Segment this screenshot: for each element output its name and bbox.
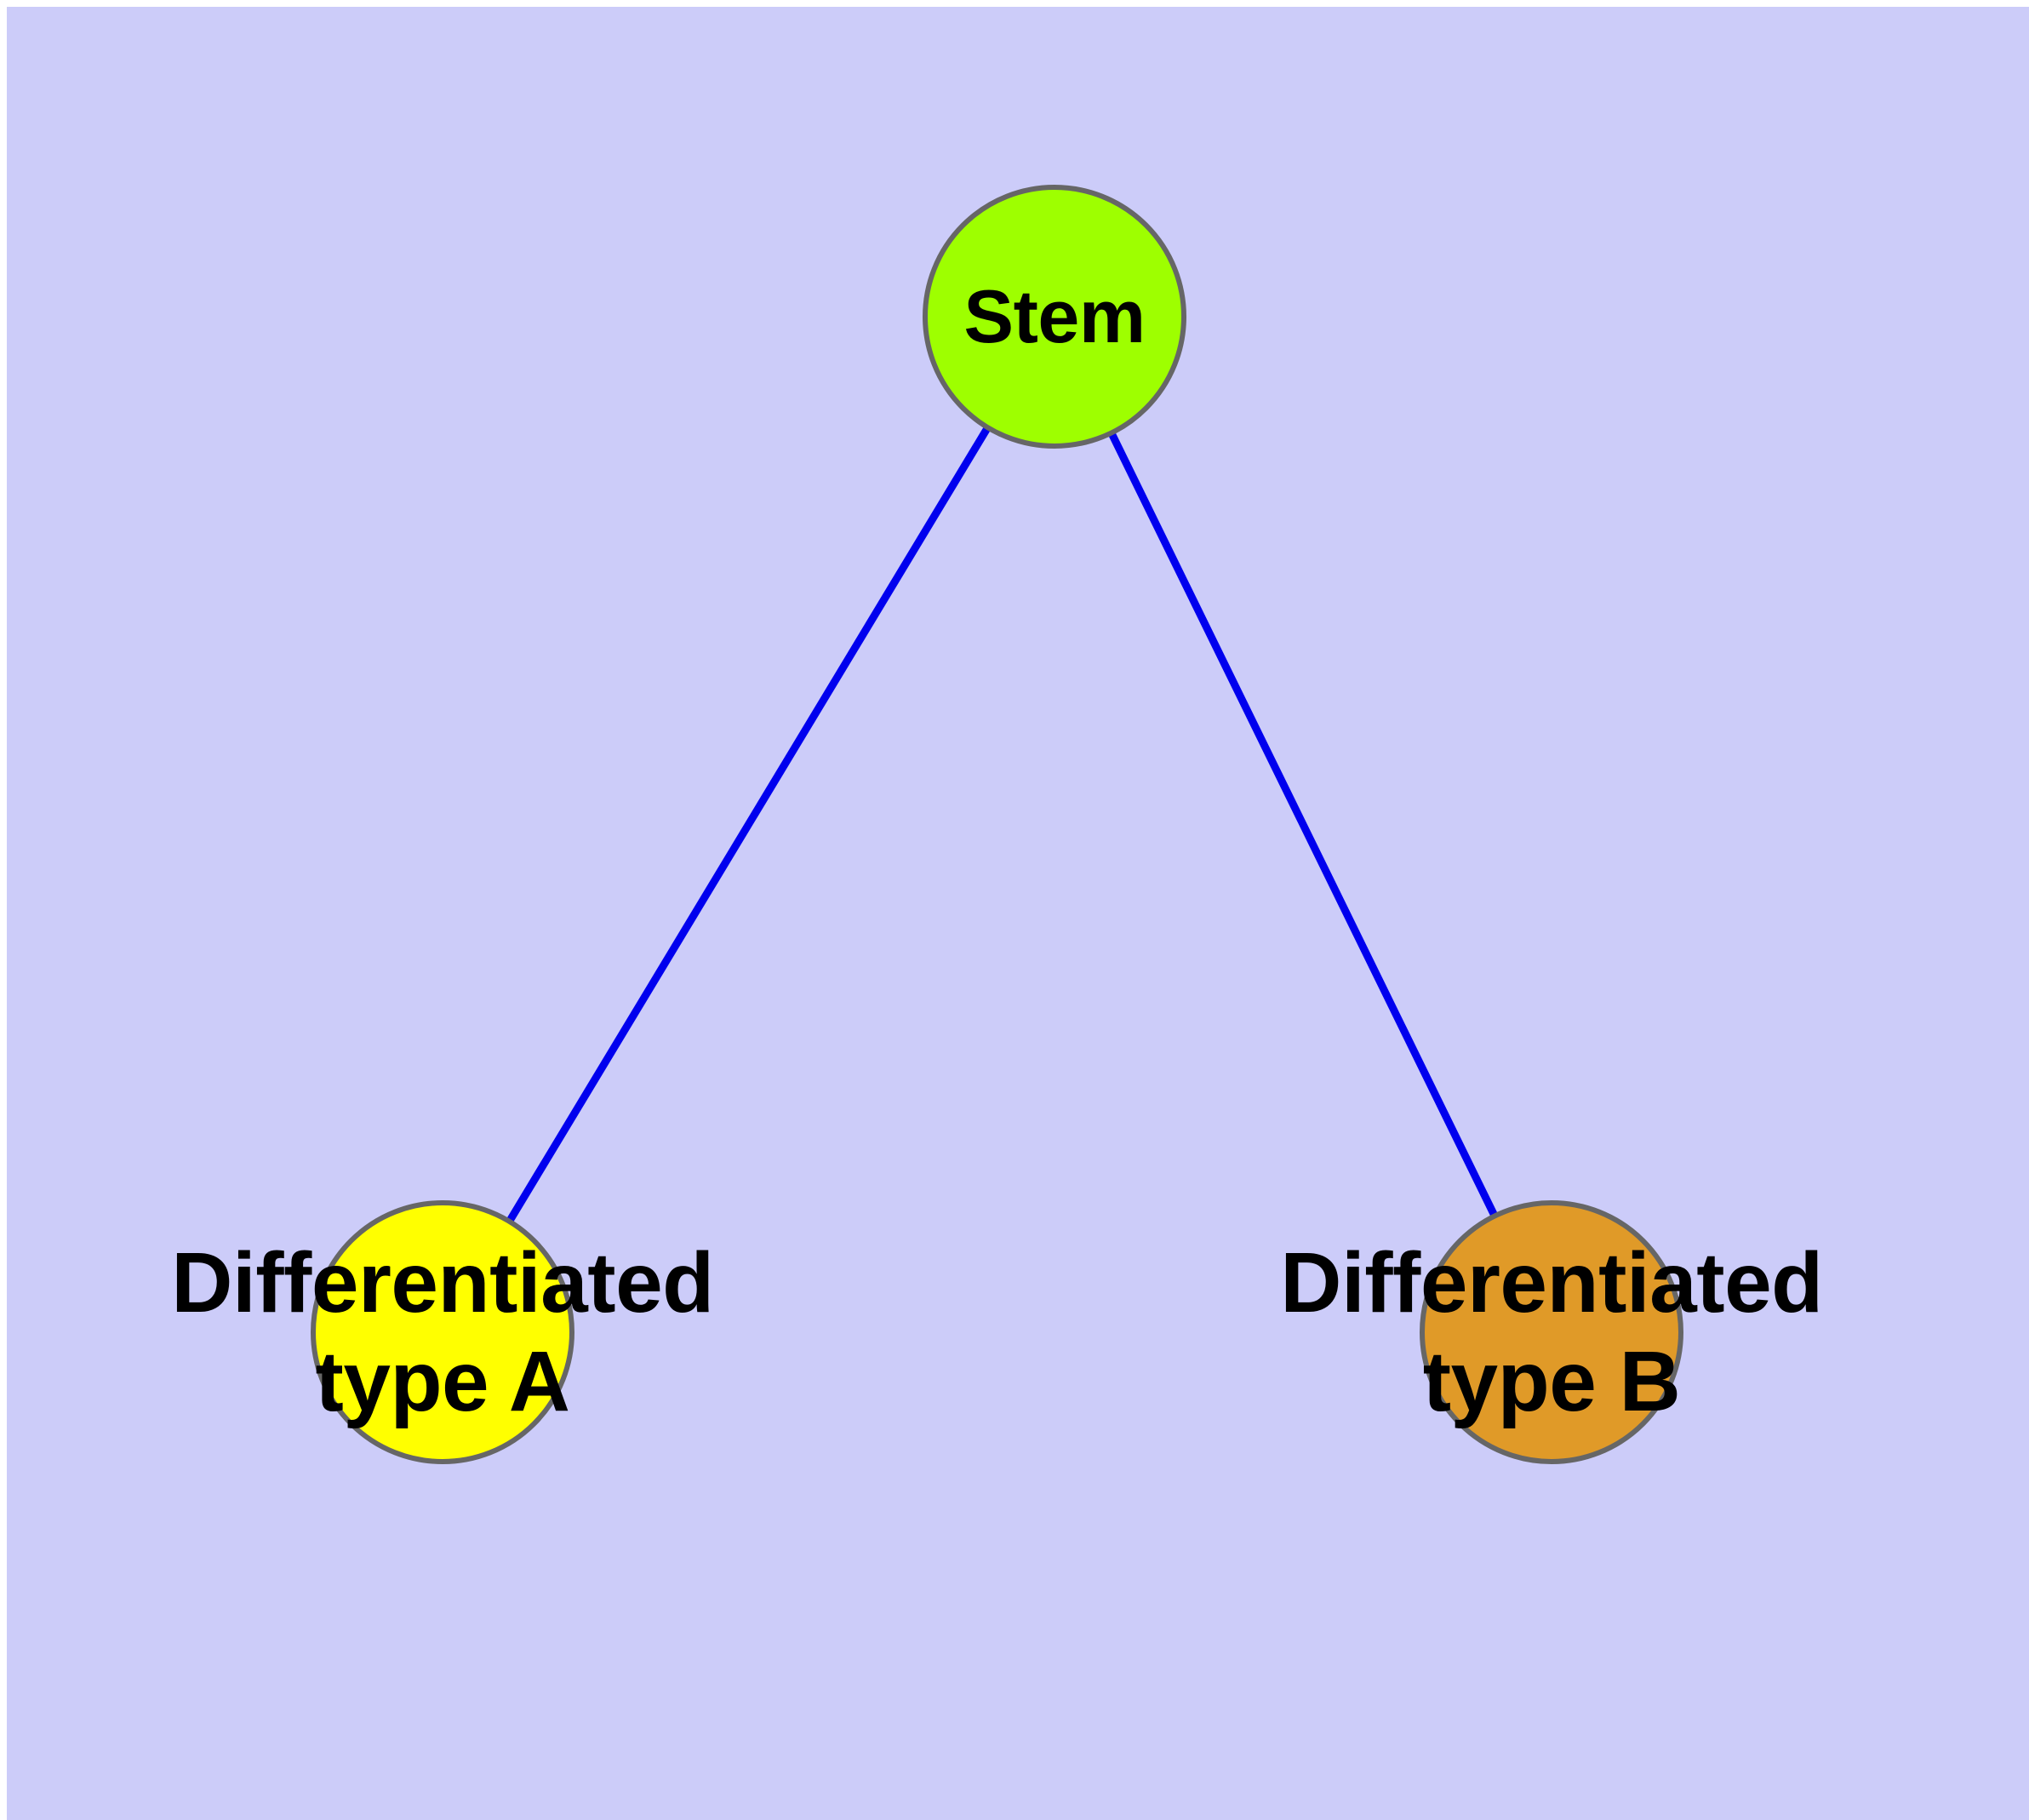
edge-layer (506, 425, 1499, 1224)
graph-edge (506, 425, 992, 1224)
node-layer (311, 185, 1683, 1464)
graph-node-diff_a[interactable] (311, 1200, 574, 1464)
graph-node-stem[interactable] (923, 185, 1186, 449)
graph-node-diff_b[interactable] (1420, 1200, 1683, 1464)
graph-edge (1107, 431, 1499, 1218)
